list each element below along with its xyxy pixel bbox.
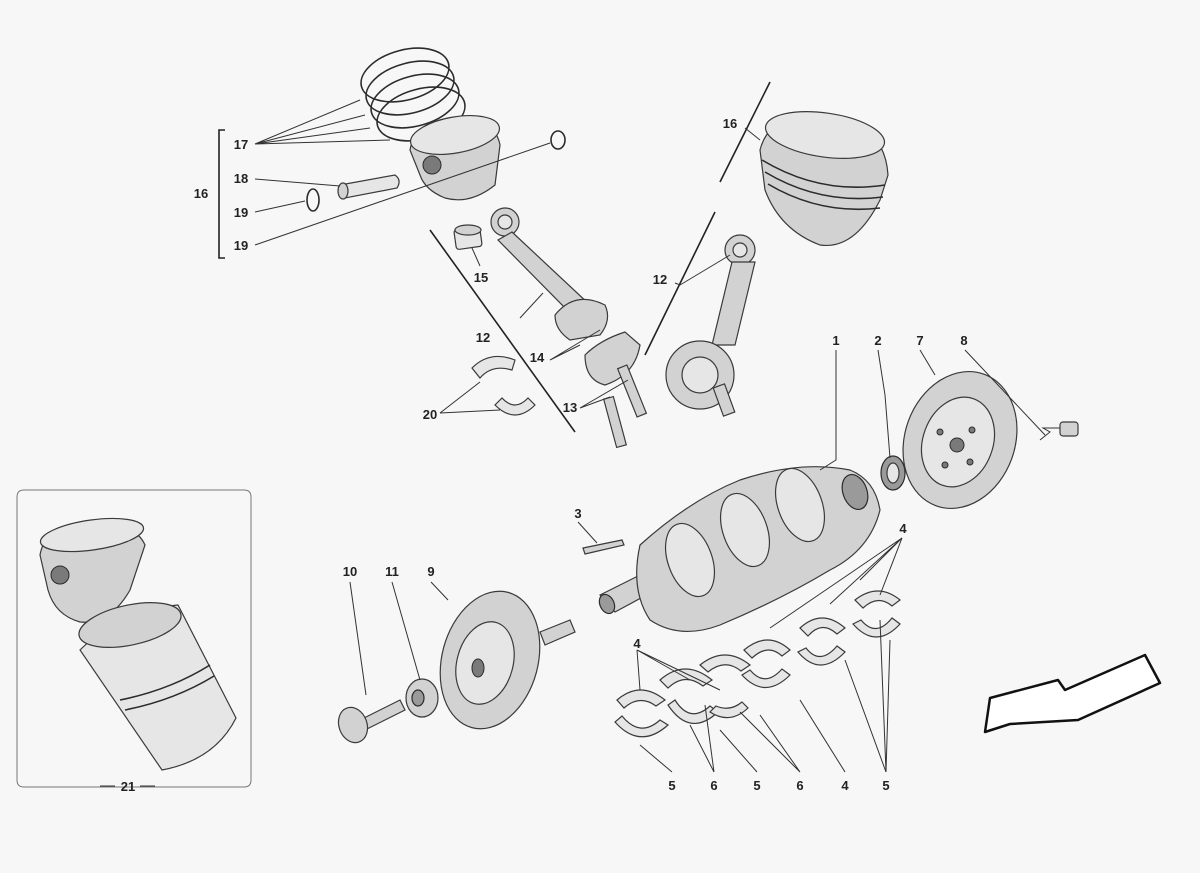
- callout-6: 6: [796, 778, 803, 793]
- small-end-bushing: [453, 224, 483, 250]
- bracket-16-left: [218, 129, 225, 259]
- pulley-washer: [405, 678, 439, 718]
- callout-4: 4: [841, 778, 849, 793]
- leader-lines: [100, 99, 1046, 787]
- callout-5: 5: [753, 778, 760, 793]
- callout-4: 4: [899, 521, 907, 536]
- callout-16: 16: [194, 186, 208, 201]
- bracket-12-left: [429, 229, 576, 433]
- circlip-left: [306, 188, 320, 212]
- callout-14: 14: [530, 350, 545, 365]
- callout-5: 5: [882, 778, 889, 793]
- piston-pin: [337, 174, 400, 200]
- callout-8: 8: [960, 333, 967, 348]
- callout-21: 21: [121, 779, 135, 794]
- callout-17: 17: [234, 137, 248, 152]
- piston-assembled: [759, 111, 889, 247]
- connecting-rod-assembled: [665, 234, 756, 417]
- flywheel-bolt: [1039, 421, 1079, 441]
- callout-12: 12: [653, 272, 667, 287]
- arrow-direction-icon: [983, 653, 1162, 734]
- bracket-16-right: [719, 81, 771, 183]
- callout-18: 18: [234, 171, 248, 186]
- callout-19: 19: [234, 238, 248, 253]
- woodruff-key: [582, 539, 625, 555]
- callout-15: 15: [474, 270, 488, 285]
- damper-pulley: [439, 590, 576, 730]
- callout-5: 5: [668, 778, 675, 793]
- piston-exploded: [409, 115, 501, 201]
- conrod-bearing-shells: [471, 355, 536, 416]
- pulley-bolt: [337, 699, 406, 744]
- crankshaft-seal: [880, 455, 906, 491]
- callout-16: 16: [723, 116, 737, 131]
- callout-20: 20: [423, 407, 437, 422]
- conrod-bolts: [602, 364, 648, 449]
- flywheel: [902, 370, 1018, 510]
- circlip-right: [550, 130, 566, 150]
- callout-2: 2: [874, 333, 881, 348]
- main-bearing-shells: [614, 590, 901, 738]
- callout-labels: 16 17 18 19 19 15 12 14 13 20 16 12 1 2 …: [121, 116, 968, 794]
- callout-6: 6: [710, 778, 717, 793]
- crankshaft: [598, 466, 881, 633]
- callout-11: 11: [385, 564, 399, 579]
- callout-13: 13: [563, 400, 577, 415]
- callout-10: 10: [343, 564, 357, 579]
- callout-19: 19: [234, 205, 248, 220]
- callout-4: 4: [633, 636, 641, 651]
- bracket-12-right: [644, 211, 716, 356]
- inset-piston-liner: [16, 489, 252, 788]
- callout-7: 7: [916, 333, 923, 348]
- callout-9: 9: [427, 564, 434, 579]
- callout-12: 12: [476, 330, 490, 345]
- callout-3: 3: [574, 506, 581, 521]
- connecting-rod-exploded: [490, 207, 641, 386]
- callout-1: 1: [832, 333, 839, 348]
